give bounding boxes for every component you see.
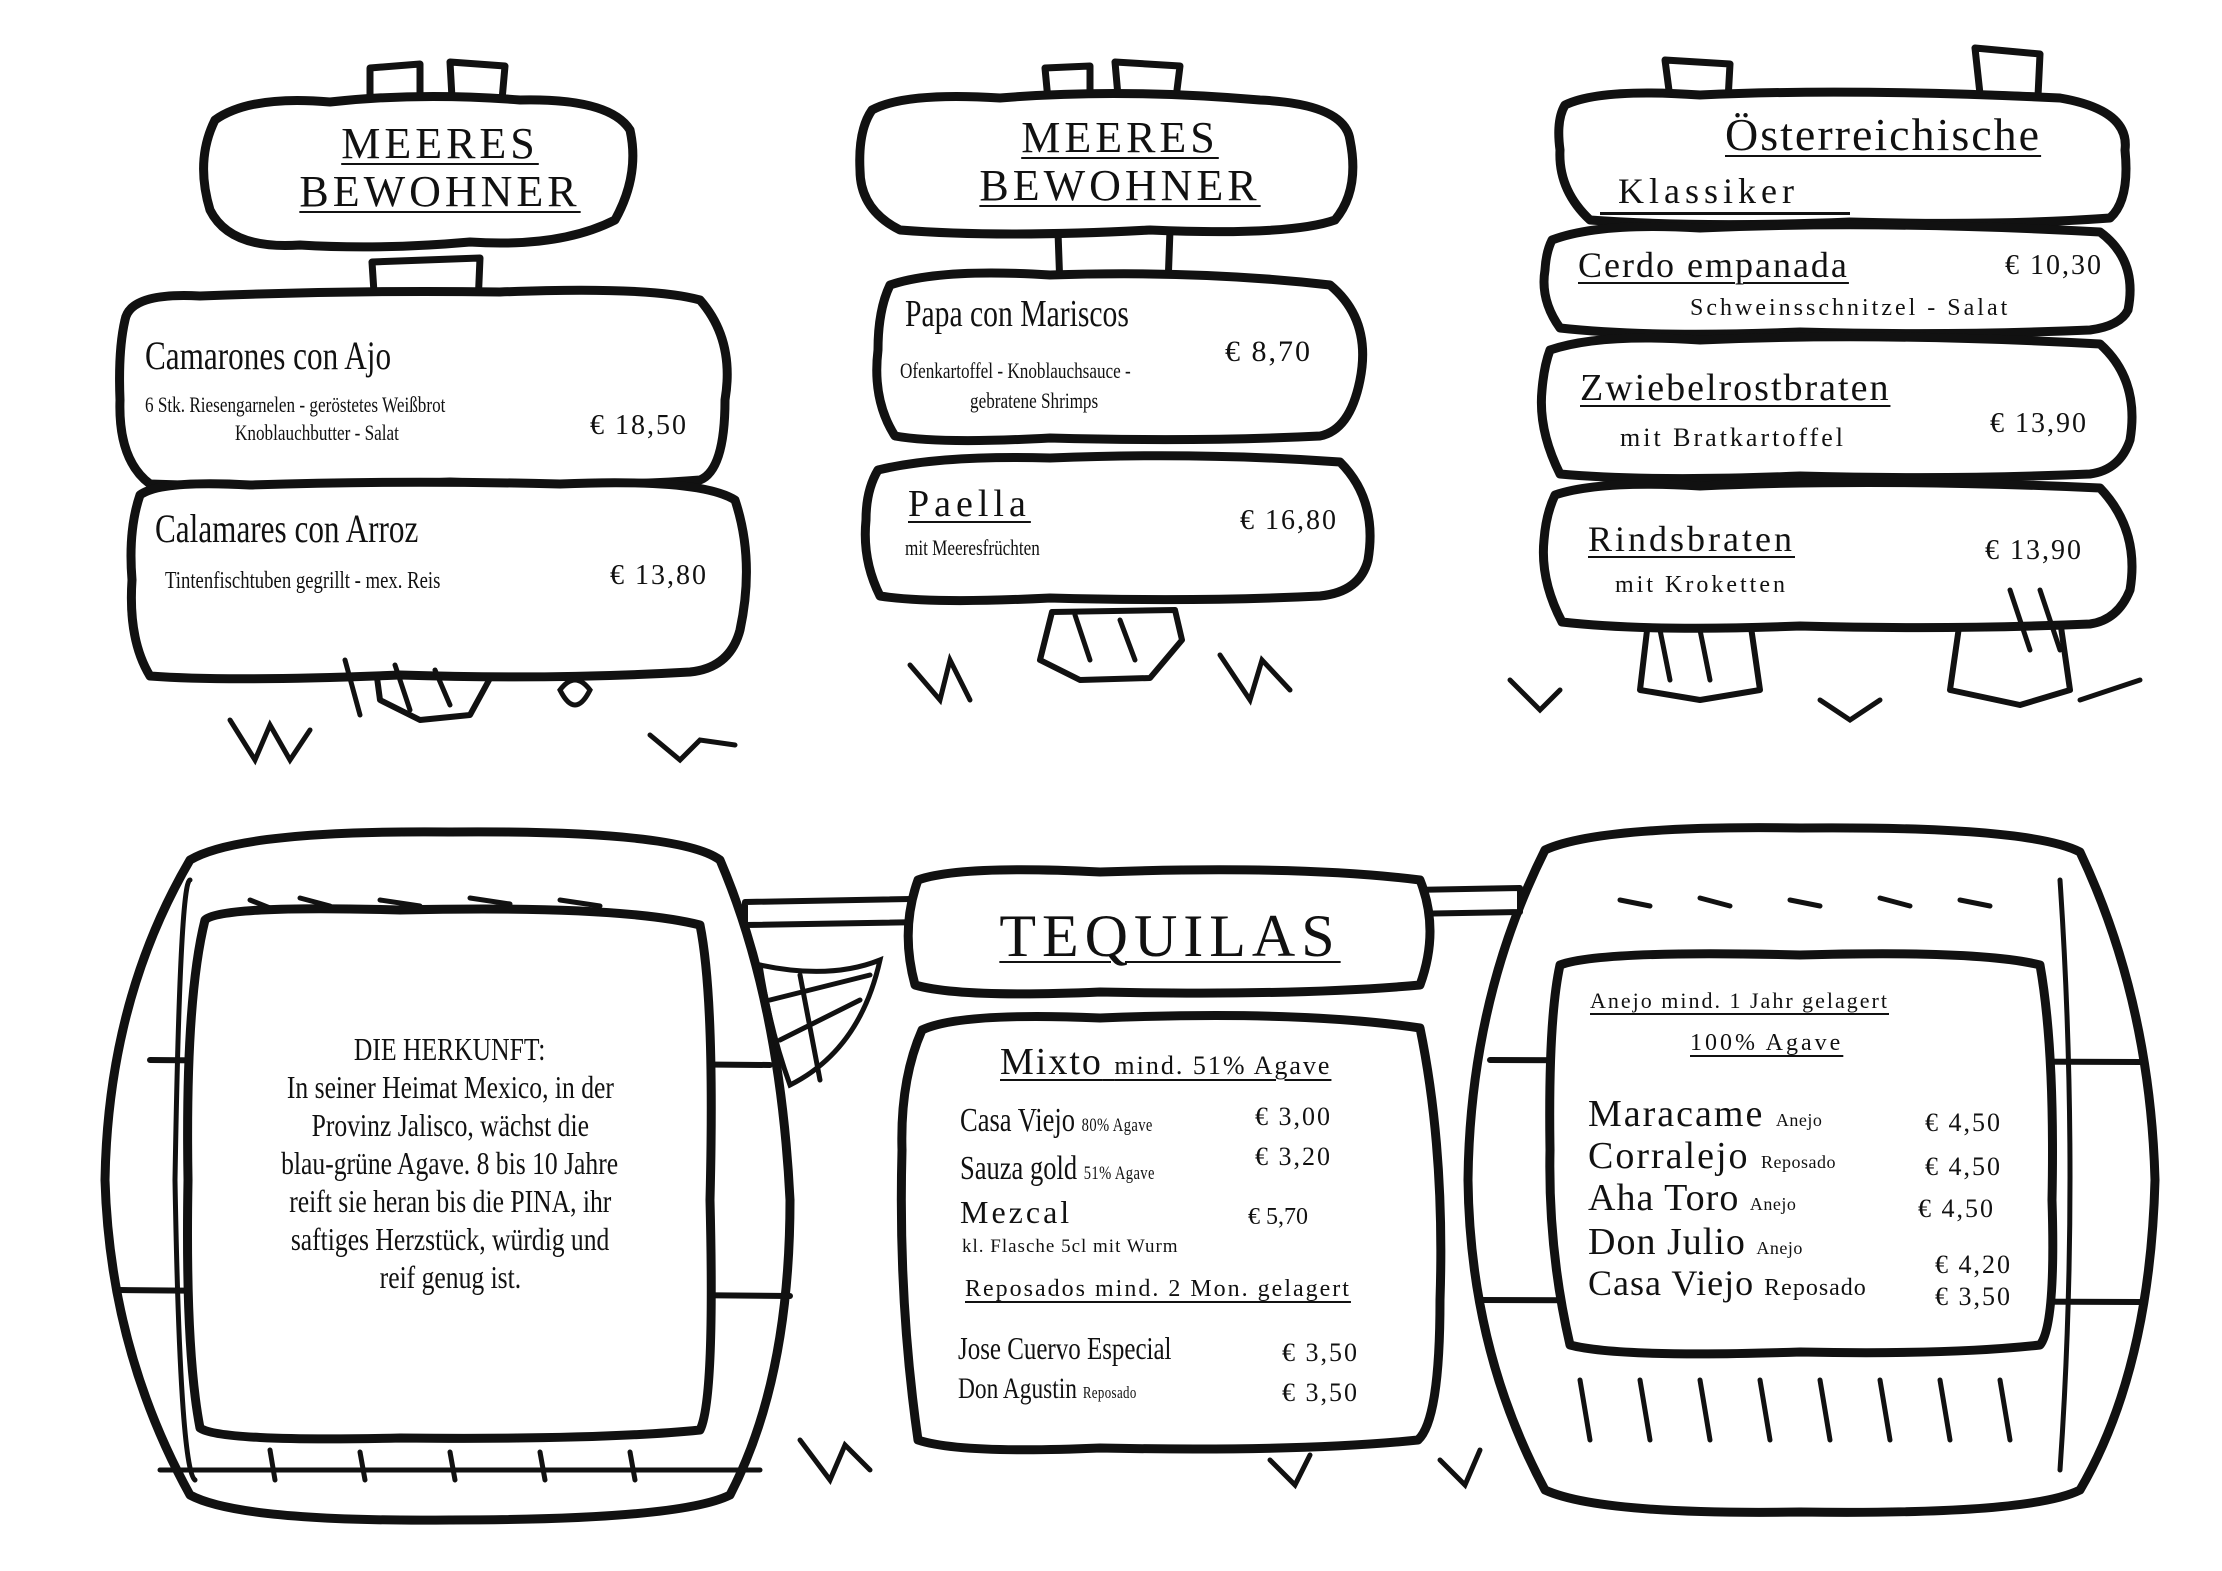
anejo-item-4-price: € 4,20 — [1935, 1250, 2012, 1279]
reposados-item-1: Jose Cuervo Especial — [958, 1330, 1172, 1366]
anejo-item-3-price: € 4,50 — [1918, 1194, 1995, 1223]
anejo-item-2-price: € 4,50 — [1925, 1152, 2002, 1181]
sign2-item1-desc-line2: gebratene Shrimps — [970, 388, 1099, 413]
anejo-item-1: Maracame Anejo — [1588, 1093, 1823, 1135]
tequilas-board-art — [903, 865, 1435, 999]
sign2-item1-price: € 8,70 — [1225, 335, 1312, 368]
anejo-heading: Anejo mind. 1 Jahr gelagert — [1590, 988, 1889, 1013]
origin-line-3: Provinz Jalisco, wächst die — [311, 1107, 589, 1143]
origin-line-6: saftiges Herzstück, würdig und — [290, 1221, 610, 1257]
mixto-item-1-price: € 3,00 — [1255, 1102, 1332, 1131]
sign2-item2-name: Paella — [908, 483, 1031, 525]
sign3-heading-line1: Österreichische — [1725, 109, 2042, 160]
sign3-item3-desc-line1: mit Kroketten — [1615, 572, 1788, 598]
decorations — [227, 587, 2143, 1490]
sign3-item3-name: Rindsbraten — [1588, 519, 1795, 559]
sign1-heading-line1: MEERES — [341, 119, 539, 168]
anejo-item-5: Casa Viejo Reposado — [1588, 1263, 1867, 1303]
sign2-item1-desc-line1: Ofenkartoffel - Knoblauchsauce - — [900, 358, 1131, 383]
origin-line-7: reif genug ist. — [379, 1259, 521, 1295]
mixto-item-2-price: € 3,20 — [1255, 1142, 1332, 1171]
anejo-item-2: Corralejo Reposado — [1588, 1135, 1837, 1177]
sign3-item2-desc-line1: mit Bratkartoffel — [1620, 423, 1846, 452]
reposados-heading: Reposados mind. 2 Mon. gelagert — [965, 1276, 1351, 1302]
sign1-heading-line2: BEWOHNER — [299, 167, 581, 216]
mixto-item-3-price: € 5,70 — [1248, 1204, 1308, 1230]
mixto-item-3: Mezcal — [960, 1194, 1073, 1230]
barrel-left-art — [100, 827, 795, 1525]
sign3-item1-name: Cerdo empanada — [1578, 245, 1849, 285]
sign3-item1-desc-line1: Schweinsschnitzel - Salat — [1690, 295, 2011, 321]
sign1-item1-price: € 18,50 — [590, 410, 688, 441]
sign2-item2-price: € 16,80 — [1240, 505, 1338, 536]
sign3-item3-price: € 13,90 — [1985, 535, 2083, 566]
sign1-item1-name: Camarones con Ajo — [145, 333, 392, 378]
anejo-item-5-price: € 3,50 — [1935, 1282, 2012, 1311]
mixto-heading: Mixto mind. 51% Agave — [1000, 1041, 1332, 1083]
mezcal-note: kl. Flasche 5cl mit Wurm — [962, 1236, 1179, 1257]
barrel-right-art — [1463, 823, 2160, 1517]
sign1-item1-desc-line1: 6 Stk. Riesengarnelen - geröstetes Weißb… — [145, 392, 446, 417]
signpost-2-art — [855, 58, 1375, 683]
sign2-item1-name: Papa con Mariscos — [905, 293, 1129, 335]
mixto-item-1: Casa Viejo 80% Agave — [960, 1102, 1153, 1139]
signpost-3-art — [1536, 44, 2137, 708]
signpost-1-art — [115, 58, 751, 723]
sign1-item2-name: Calamares con Arroz — [155, 506, 419, 551]
origin-line-2: In seiner Heimat Mexico, in der — [286, 1069, 614, 1105]
origin-line-5: reift sie heran bis die PINA, ihr — [288, 1183, 612, 1219]
sign3-item1-price: € 10,30 — [2005, 250, 2103, 281]
sign1-item2-desc-line1: Tintenfischtuben gegrillt - mex. Reis — [165, 568, 441, 594]
mixto-item-2: Sauza gold 51% Agave — [960, 1150, 1155, 1187]
tequilas-title: TEQUILAS — [999, 903, 1341, 969]
sign1-item2-price: € 13,80 — [610, 560, 708, 591]
reposados-item-2: Don Agustin Reposado — [958, 1372, 1137, 1405]
anejo-subheading: 100% Agave — [1690, 1030, 1844, 1056]
anejo-item-4: Don Julio Anejo — [1588, 1221, 1803, 1263]
sign2-item2-desc-line1: mit Meeresfrüchten — [905, 535, 1040, 560]
reposados-item-1-price: € 3,50 — [1282, 1338, 1359, 1367]
origin-text: DIE HERKUNFT: In seiner Heimat Mexico, i… — [220, 1030, 680, 1296]
reposados-item-2-price: € 3,50 — [1282, 1378, 1359, 1407]
sign3-item2-price: € 13,90 — [1990, 408, 2088, 439]
origin-line-4: blau-grüne Agave. 8 bis 10 Jahre — [281, 1145, 619, 1181]
sign2-heading-line2: BEWOHNER — [979, 161, 1261, 210]
sign1-item1-desc-line2: Knoblauchbutter - Salat — [235, 420, 399, 445]
sign3-heading-rule — [1600, 212, 1850, 215]
sign2-heading-line1: MEERES — [1021, 113, 1219, 162]
sign3-heading-line2: Klassiker — [1618, 171, 1799, 211]
tequilas-menu-board-art — [896, 1011, 1446, 1455]
anejo-item-3: Aha Toro Anejo — [1588, 1177, 1797, 1219]
sign3-item2-name: Zwiebelrostbraten — [1580, 367, 1891, 409]
origin-line-1: DIE HERKUNFT: — [354, 1031, 546, 1067]
anejo-item-1-price: € 4,50 — [1925, 1108, 2002, 1137]
